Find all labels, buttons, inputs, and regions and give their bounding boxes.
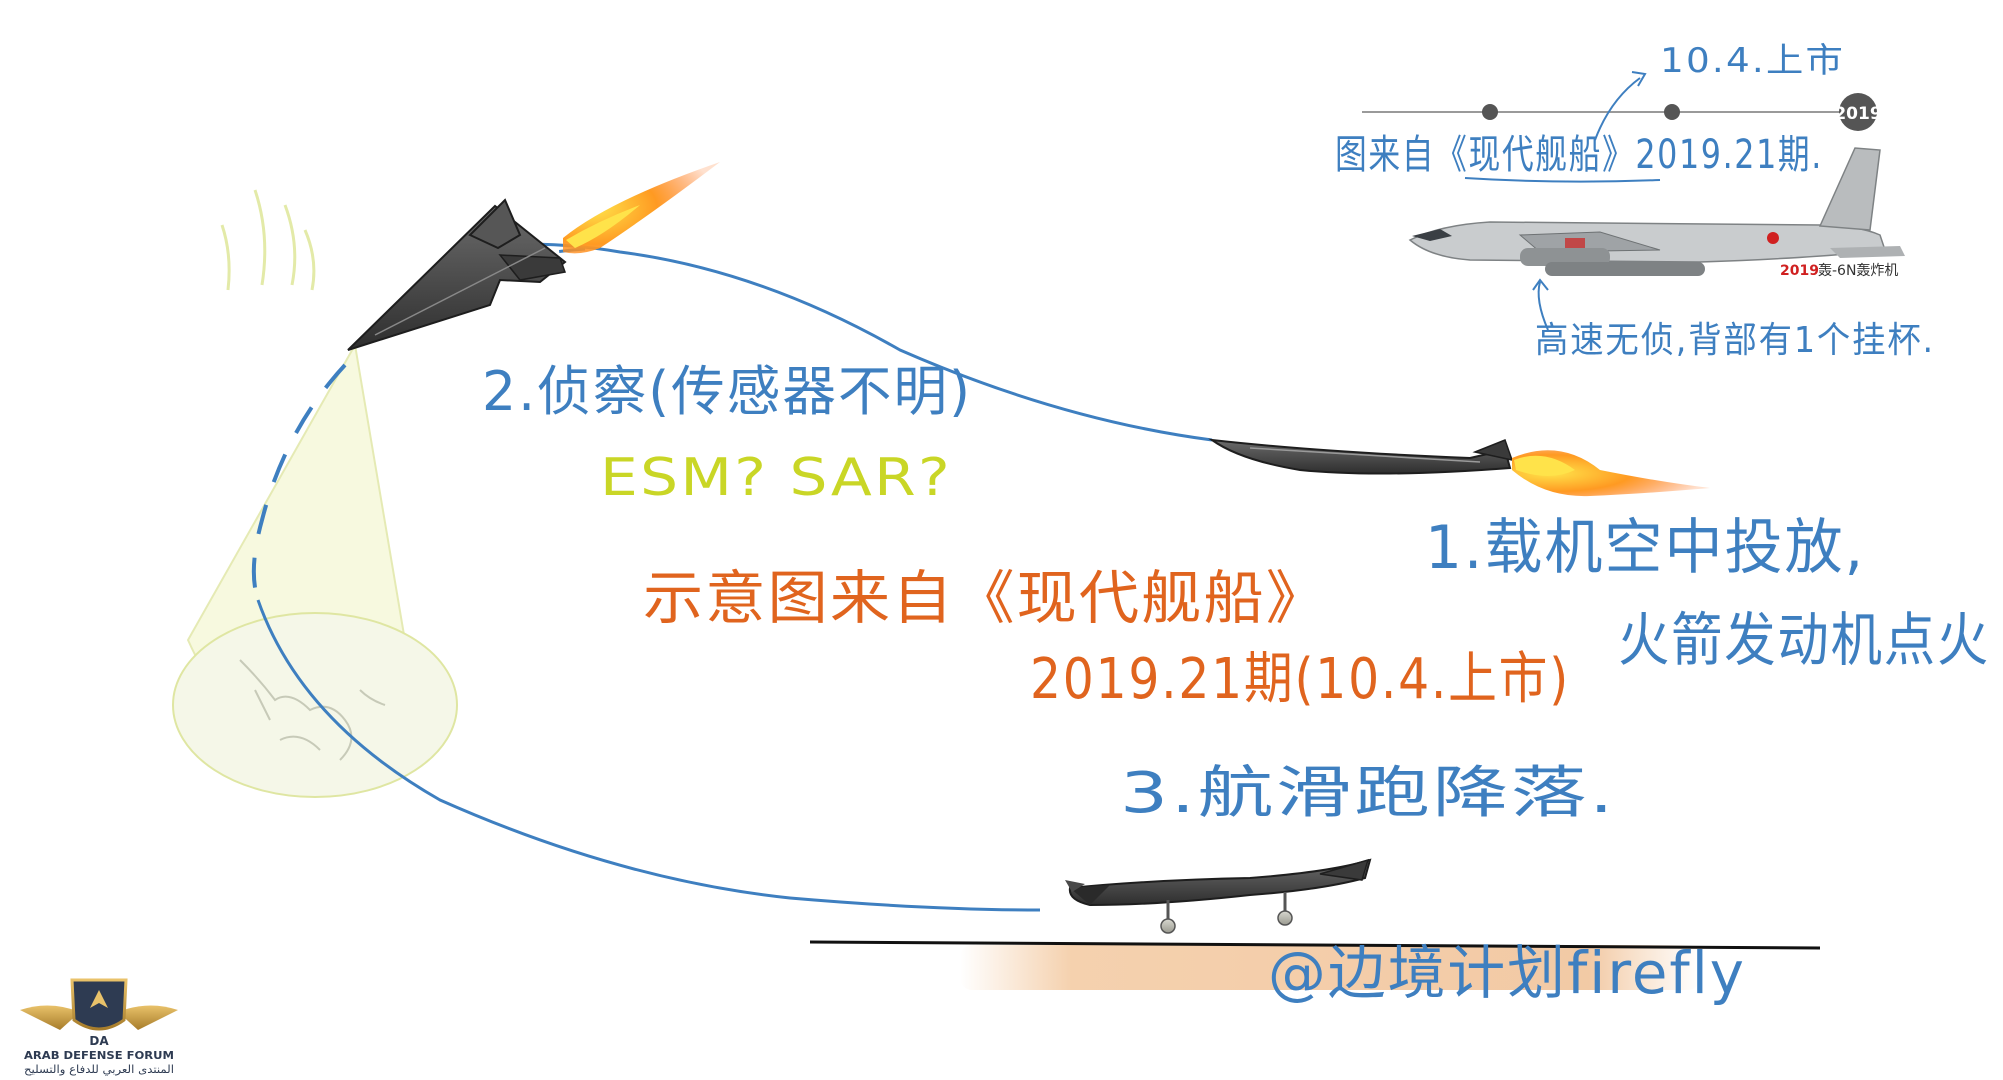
drone-recon-icon xyxy=(347,198,567,351)
caption-line1: 示意图来自《现代舰船》 xyxy=(643,564,1328,632)
credit-label: @边境计划firefly xyxy=(1268,939,1746,1007)
stage1-label-line2: 火箭发动机点火 xyxy=(1618,606,1990,674)
forum-logo-icon xyxy=(20,978,178,1031)
logo-monogram: DA xyxy=(89,1034,109,1048)
bomber-h6n-icon xyxy=(1408,147,1905,276)
logo-name-ar: المنتدى العربي للدفاع والتسليح xyxy=(24,1063,174,1076)
logo-name-en: ARAB DEFENSE FORUM xyxy=(24,1049,174,1062)
flame-icon xyxy=(563,162,720,254)
sensor-question-label: ESM? SAR? xyxy=(600,448,952,508)
aircraft-note: 高速无侦,背部有1个挂杯. xyxy=(1535,320,1935,361)
inset-timeline: 2019 xyxy=(1362,71,1882,141)
stage3-label: 3.航滑跑降落. xyxy=(1120,761,1616,826)
aircraft-caption: 轰-6N轰炸机 xyxy=(1818,262,1898,279)
sensor-cone xyxy=(172,189,458,798)
drone-launch-icon xyxy=(1208,438,1514,475)
year-badge: 2019 xyxy=(1834,104,1881,124)
year-badge-icon xyxy=(1839,93,1877,131)
stage1-label-line1: 1.载机空中投放, xyxy=(1425,513,1865,583)
drone-landing-icon xyxy=(1065,858,1372,934)
aircraft-caption-year: 2019 xyxy=(1780,263,1819,279)
flame-icon xyxy=(1512,450,1710,497)
release-note: 10.4.上市 xyxy=(1660,41,1845,81)
source-note: 图来自《现代舰船》2019.21期. xyxy=(1335,132,1823,178)
caption-line2: 2019.21期(10.4.上市) xyxy=(1030,647,1570,712)
stage2-label: 2.侦察(传感器不明) xyxy=(482,360,972,423)
runway-ground xyxy=(809,940,1821,990)
